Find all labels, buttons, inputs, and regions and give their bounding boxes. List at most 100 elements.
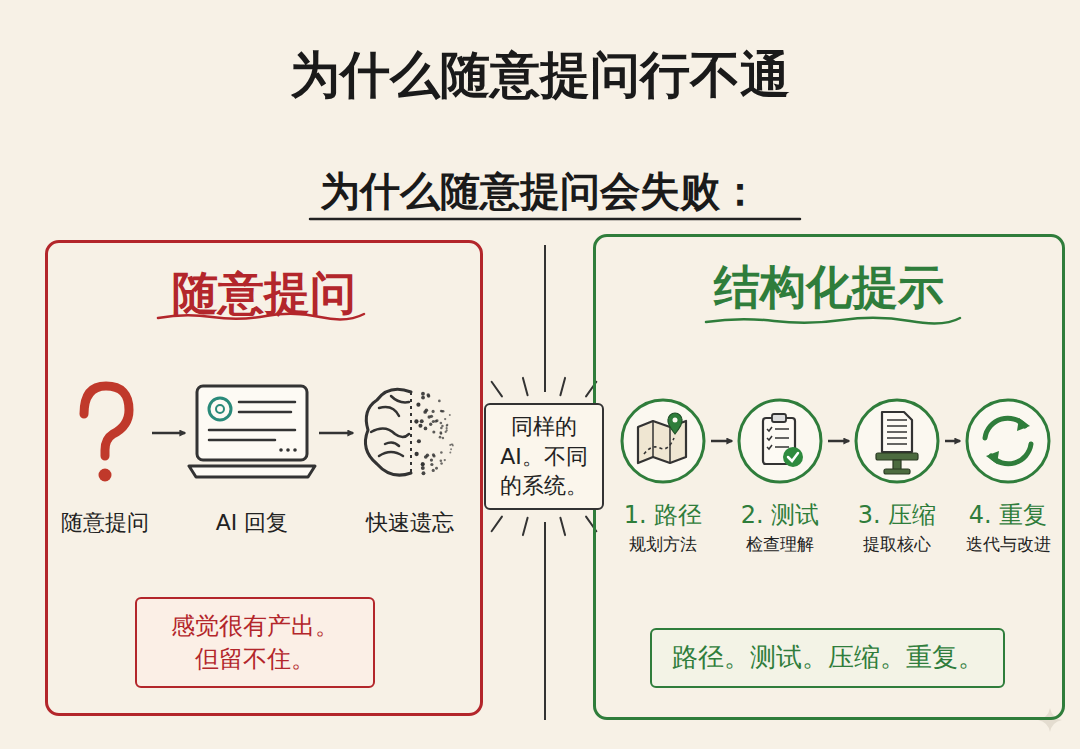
panel-heading: 结构化提示 <box>596 259 1062 315</box>
fade-dot <box>450 448 452 450</box>
brain-fold <box>379 452 403 456</box>
fade-dot <box>435 467 438 470</box>
step-node: 1. 路径规划方法 <box>617 396 709 556</box>
divider-line <box>544 522 546 720</box>
flow-arrow <box>945 440 960 443</box>
doc-line <box>887 431 907 433</box>
clipboard-clip <box>772 414 786 422</box>
fade-dot <box>446 425 448 427</box>
step-title: 1. 路径 <box>617 500 709 530</box>
fade-dot <box>414 452 418 456</box>
icon-label: 随意提问 <box>60 508 150 538</box>
fade-dot <box>444 418 446 420</box>
flow-arrow <box>152 432 185 435</box>
step-icon <box>852 396 942 486</box>
fade-dot <box>432 430 435 433</box>
step-node: 4. 重复迭代与改进 <box>962 396 1054 556</box>
note-text: 同样的 AI。不同 的系统。 <box>492 412 596 501</box>
flow-arrow <box>828 440 849 443</box>
fade-dot <box>439 436 442 439</box>
fade-dot <box>441 425 443 427</box>
fade-dot <box>418 424 422 428</box>
check-badge <box>783 447 803 467</box>
map-pin-hole <box>673 418 678 423</box>
brain-fold <box>391 396 409 402</box>
icon-label: AI 回复 <box>187 508 317 538</box>
panel-heading: 随意提问 <box>48 265 480 321</box>
list-line <box>775 446 789 448</box>
step-caption: 检查理解 <box>734 532 826 556</box>
fade-dot <box>432 453 435 456</box>
ai-logo <box>216 405 224 413</box>
brain-fold <box>379 407 399 416</box>
laptop-screen <box>197 386 307 460</box>
fade-dot <box>421 462 425 466</box>
fade-dot <box>446 427 448 429</box>
emphasis-ray <box>492 517 502 532</box>
map-fold <box>653 421 670 463</box>
fade-dot <box>440 410 443 413</box>
emphasis-ray <box>492 382 502 397</box>
cycle-head <box>1017 418 1030 431</box>
fade-dot <box>429 423 432 426</box>
doc-line <box>887 419 907 421</box>
question-mark <box>84 386 129 456</box>
check-mark <box>767 436 772 440</box>
doc-line <box>887 437 907 439</box>
step-caption: 提取核心 <box>851 532 943 556</box>
fade-dot <box>424 455 428 459</box>
check-mark <box>767 427 772 431</box>
map-pin <box>668 413 682 434</box>
step-node: 2. 测试检查理解 <box>734 396 826 556</box>
diagram-title: 为什么随意提问行不通 <box>0 44 1080 106</box>
laptop-base <box>189 466 315 477</box>
fade-dot <box>446 429 448 431</box>
step-icon <box>735 396 825 486</box>
document <box>882 412 912 452</box>
icon-node: AI 回复 <box>187 378 317 538</box>
question-dot <box>99 469 112 482</box>
brain-outline <box>365 389 411 475</box>
fade-dot <box>432 469 435 472</box>
fade-dot <box>440 451 443 454</box>
cycle-head <box>986 451 999 464</box>
fade-dot <box>421 396 425 400</box>
subtitle-label: 为什么随意提问会失败： <box>0 166 1080 216</box>
step-caption: 迭代与改进 <box>962 532 1054 556</box>
ai-logo <box>209 398 231 420</box>
fade-dot <box>422 471 426 475</box>
dot <box>279 448 283 452</box>
flow-arrow <box>319 432 353 435</box>
heading-underline <box>706 318 960 324</box>
dot <box>293 448 297 452</box>
fade-dot <box>440 459 443 462</box>
icon <box>355 378 465 488</box>
icon <box>187 378 317 488</box>
fade-dot <box>421 466 425 470</box>
step-icon <box>618 396 708 486</box>
fade-dot <box>426 393 429 396</box>
fade-dot <box>438 400 441 403</box>
note-box: 同样的 AI。不同 的系统。 <box>484 403 604 510</box>
fade-dot <box>421 392 425 396</box>
emphasis-ray <box>523 518 528 535</box>
icon-node: 快速遗忘 <box>355 378 465 538</box>
emphasis-ray <box>523 378 528 395</box>
emphasis-ray <box>560 518 565 535</box>
check-mark <box>788 453 798 461</box>
note-box: 感觉很有产出。 但留不住。 <box>135 597 375 688</box>
step-title: 4. 重复 <box>962 500 1054 530</box>
fade-dot <box>432 410 435 413</box>
step-circle <box>856 400 938 482</box>
brain-fold <box>371 428 409 437</box>
list-line <box>775 428 789 430</box>
fade-dot <box>430 458 433 461</box>
fade-dot <box>430 463 433 466</box>
panel: 随意提问 AI 回复 快速遗忘感觉很有产出。 但留不住。 随意提问 <box>45 240 483 716</box>
watermark-sparkle <box>1038 708 1062 732</box>
fade-dot <box>440 462 443 465</box>
text-line <box>239 401 295 404</box>
fade-dot <box>414 419 418 423</box>
